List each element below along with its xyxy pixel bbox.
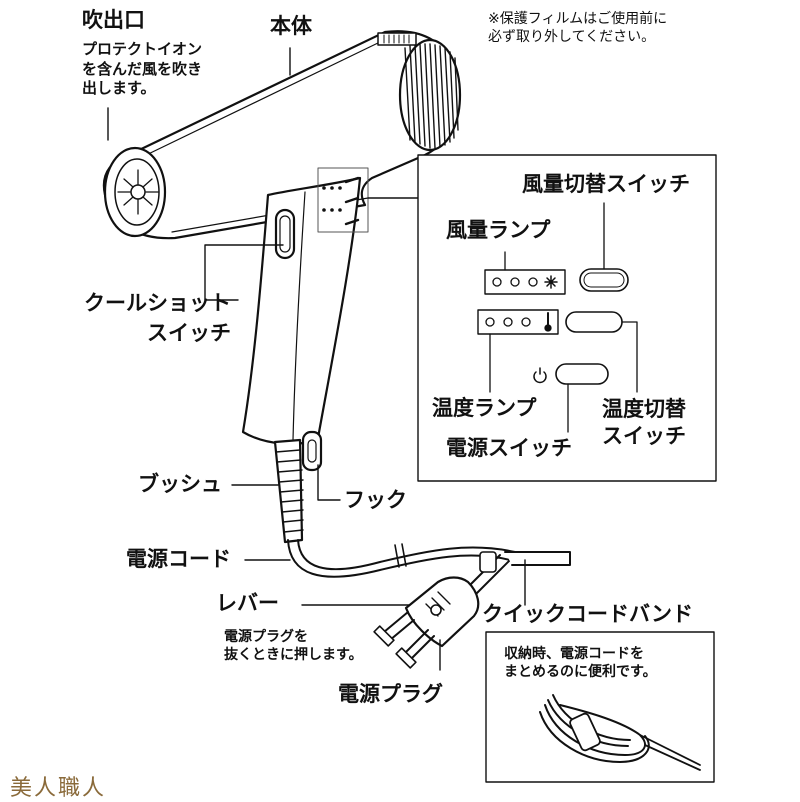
power-switch-label: 電源スイッチ [446, 436, 572, 460]
airflow-lamp-label: 風量ランプ [446, 218, 551, 242]
outlet-nozzle [103, 146, 167, 238]
lever-label: レバー [216, 591, 279, 615]
protective-film-note: ※保護フィルムはご使用前に 必ず取り外してください。 [488, 11, 668, 46]
power-cord-line [287, 539, 571, 596]
outlet-description: プロテクトイオン を含んだ風を吹き 出します。 [82, 40, 203, 97]
airflow-switch-label: 風量切替スイッチ [522, 172, 690, 196]
quick-cord-band-label: クイックコードバンド [482, 602, 694, 626]
rear-grille [398, 38, 462, 152]
outlet-label: 吹出口 [82, 8, 145, 32]
lever-description: 電源プラグを 抜くときに押します。 [224, 629, 363, 664]
temp-lamp-label: 温度ランプ [432, 396, 537, 420]
temp-switch-label: 温度切替 スイッチ [602, 397, 686, 449]
coiled-cord-illustration [539, 694, 701, 771]
hook-label: フック [344, 488, 407, 512]
power-cord-label: 電源コード [126, 547, 231, 571]
quick-band-box [485, 631, 715, 783]
quick-cord-band-description: 収納時、電源コードを まとめるのに便利です。 [504, 646, 657, 681]
watermark-logo: 美人職人 [10, 776, 107, 801]
power-plug-label: 電源プラグ [338, 682, 443, 706]
bush-label: ブッシュ [138, 472, 222, 496]
bush-coil [273, 438, 304, 544]
power-plug-shape [373, 576, 480, 669]
body-label: 本体 [270, 14, 312, 38]
cool-shot-switch-label: クールショット スイッチ [84, 291, 231, 346]
